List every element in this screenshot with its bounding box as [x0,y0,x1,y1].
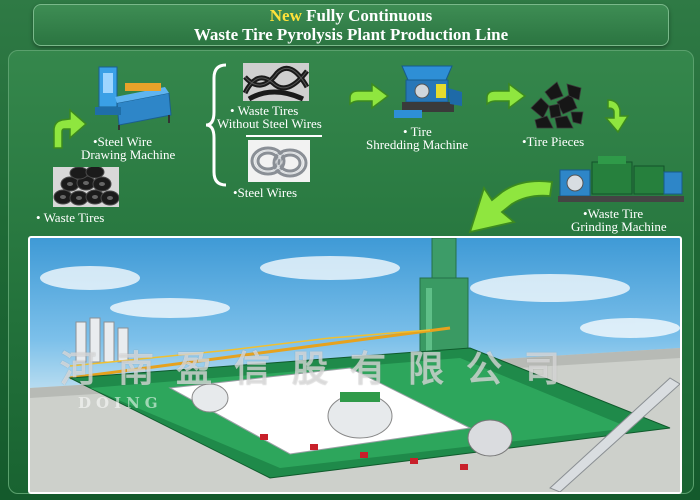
grinding-label-line-1: •Waste Tire [583,206,644,221]
waste-tires-without-steel-label-line-1: • Waste Tires [230,103,299,118]
steel-wires-image [248,140,310,182]
arrow-down-icon [604,99,630,134]
title-line-2: Waste Tire Pyrolysis Plant Production Li… [193,25,509,44]
waste-tires-without-steel-label-line-2: Without Steel Wires [217,116,322,131]
arrow-right-icon [349,82,390,110]
title-rest: Fully Continuous [301,6,433,25]
waste-tires-without-steel-image [243,63,309,101]
grinding-label-line-2: Grinding Machine [571,219,667,234]
tire-shredding-machine-image [394,65,462,118]
title-banner: New Fully Continuous Waste Tire Pyrolysi… [33,4,669,46]
steel-wire-drawing-machine-image [95,66,172,130]
steel-wires-label: •Steel Wires [233,185,298,200]
plant-illustration [30,238,680,492]
pyrolysis-plant-rendering [28,236,682,494]
brace-divider-line [246,135,322,137]
tire-pieces-image [530,81,584,129]
title-accent-word: New [269,6,302,25]
waste-tire-grinding-machine-image [558,156,684,202]
title-line-1: New Fully Continuous [34,7,668,25]
waste-tires-image [53,167,119,207]
steel-wire-drawing-label-line-1: •Steel Wire [93,134,153,149]
tire-shredding-label-line-1: • Tire [403,124,432,139]
arrow-down-left-icon [468,180,554,234]
steel-wire-drawing-label-line-2: Drawing Machine [81,147,176,162]
tire-shredding-label-line-2: Shredding Machine [366,137,469,152]
curly-brace-icon [205,63,227,187]
watermark-company-english: DOING [78,394,163,412]
tire-pieces-label: •Tire Pieces [522,134,585,149]
waste-tires-label: • Waste Tires [36,210,105,225]
arrow-right-icon [486,82,527,110]
watermark-company-chinese: 河南盈信股有限公司 [60,349,583,390]
arrow-up-right-icon [53,108,88,149]
